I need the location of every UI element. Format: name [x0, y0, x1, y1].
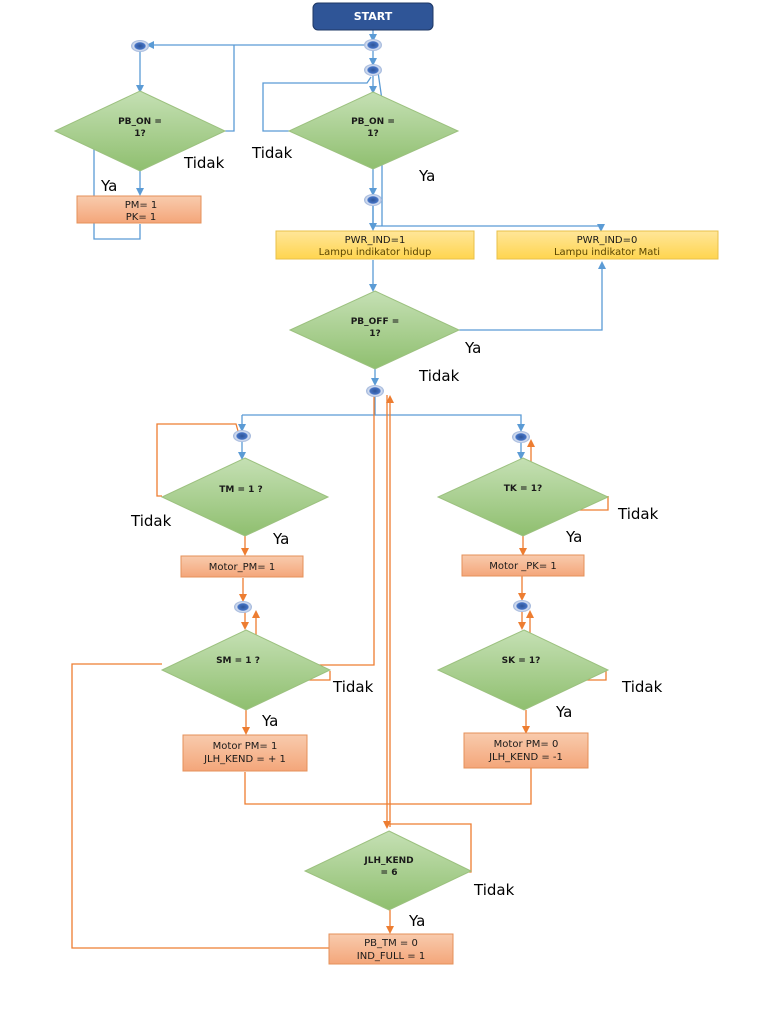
process-motor-pm-line1: Motor_PM= 1: [209, 562, 275, 573]
start-label: START: [354, 10, 393, 23]
decision-tk: TK = 1?: [436, 457, 610, 537]
flow-split-to-right: [375, 414, 525, 432]
connector-sk-loop: [513, 600, 531, 612]
decision-sm-line1: SM = 1 ?: [216, 656, 260, 666]
label-tidak-sm: Tidak: [332, 678, 374, 696]
label-tidak-jlh: Tidak: [473, 881, 515, 899]
flow-right-tidak-loop: [262, 76, 372, 132]
branch-labels: Tidak Ya Tidak Ya Ya Tidak Tidak Ya Tida…: [100, 144, 663, 930]
decision-pb-on-right: PB_ON = 1?: [287, 91, 460, 170]
indicator-pwr-off-line1: PWR_IND=0: [577, 235, 638, 246]
decision-jlh-kend: JLH_KEND = 6: [303, 830, 473, 911]
decision-jlh-kend-line2: = 6: [381, 868, 398, 878]
decision-pb-off-line2: 1?: [369, 329, 380, 339]
decision-sm: SM = 1 ?: [160, 629, 332, 711]
label-ya-pb-on-left: Ya: [100, 177, 117, 195]
flow-sm-return: [296, 388, 378, 666]
connector-right-loop: [364, 64, 382, 76]
process-motor-pm-inc-line1: Motor PM= 1: [213, 741, 278, 752]
label-ya-tk: Ya: [565, 528, 582, 546]
label-ya-tm: Ya: [272, 530, 289, 548]
process-motor-pk-line1: Motor _PK= 1: [489, 561, 557, 572]
indicator-pwr-on-line1: PWR_IND=1: [345, 235, 406, 246]
connector-sm-loop: [234, 601, 252, 613]
label-ya-pb-on-right: Ya: [418, 167, 435, 185]
decision-pb-on-right-line2: 1?: [367, 129, 378, 139]
connector-left-top: [131, 40, 149, 52]
decision-jlh-kend-line1: JLH_KEND: [363, 856, 413, 866]
process-motor-pm: Motor_PM= 1: [180, 555, 304, 578]
process-pm-pk: PM= 1 PK= 1: [76, 195, 202, 224]
decision-tm: TM = 1 ?: [160, 457, 330, 537]
process-motor-pm-dec-line1: Motor PM= 0: [494, 739, 559, 750]
process-full-line2: IND_FULL = 1: [357, 951, 425, 962]
decision-pb-on-left: PB_ON = 1?: [53, 90, 227, 172]
flow-branch-pwr-off: [372, 206, 605, 232]
decision-pb-on-left-line1: PB_ON =: [118, 117, 162, 127]
flow-merge-inc-dec: [244, 768, 532, 805]
indicator-pwr-on-line2: Lampu indikator hidup: [319, 247, 432, 258]
process-motor-pm-dec: Motor PM= 0 JLH_KEND = -1: [463, 732, 589, 769]
label-tidak-tk: Tidak: [617, 505, 659, 523]
connector-tm-loop: [233, 430, 251, 442]
process-motor-pm-inc: Motor PM= 1 JLH_KEND = + 1: [182, 734, 308, 772]
decision-pb-on-left-line2: 1?: [134, 129, 145, 139]
flow-split-to-branches: [242, 397, 376, 416]
decision-sk-line1: SK = 1?: [502, 656, 541, 666]
flow-pboff-ya-to-pwr-off: [459, 261, 606, 331]
process-motor-pk: Motor _PK= 1: [461, 554, 585, 577]
decision-tk-line1: TK = 1?: [504, 484, 542, 494]
label-tidak-tm: Tidak: [130, 512, 172, 530]
blue-flow-lines: [93, 30, 606, 460]
process-pm-pk-line2: PK= 1: [126, 212, 157, 223]
connectors: [131, 39, 531, 613]
flow-full-return-loop: [71, 663, 329, 949]
flow-tm-tidak-loop: [156, 423, 239, 497]
process-pm-pk-line1: PM= 1: [125, 200, 158, 211]
process-motor-pm-inc-line2: JLH_KEND = + 1: [203, 754, 286, 765]
label-ya-sm: Ya: [261, 712, 278, 730]
label-ya-pb-off: Ya: [464, 339, 481, 357]
label-ya-jlh: Ya: [408, 912, 425, 930]
process-full: PB_TM = 0 IND_FULL = 1: [328, 933, 454, 965]
decision-pb-off-line1: PB_OFF =: [351, 317, 400, 327]
label-tidak-pb-on-left: Tidak: [183, 154, 225, 172]
indicator-pwr-on: PWR_IND=1 Lampu indikator hidup: [275, 230, 475, 260]
decision-tm-line1: TM = 1 ?: [219, 485, 263, 495]
process-motor-pm-dec-line2: JLH_KEND = -1: [488, 752, 563, 763]
decision-pb-on-right-line1: PB_ON =: [351, 117, 395, 127]
decision-pb-off: PB_OFF = 1?: [288, 290, 461, 370]
connector-split: [366, 385, 384, 397]
decision-sk: SK = 1?: [436, 629, 610, 711]
label-tidak-sk: Tidak: [621, 678, 663, 696]
flow-left-tidak-loop: [225, 45, 235, 132]
label-tidak-pb-off: Tidak: [418, 367, 460, 385]
indicator-pwr-off-line2: Lampu indikator Mati: [554, 247, 660, 258]
connector-power-branch: [364, 194, 382, 206]
connector-start: [364, 39, 382, 51]
process-full-line1: PB_TM = 0: [364, 938, 418, 949]
connector-tk-loop: [512, 431, 530, 443]
start-terminal: START: [312, 2, 434, 31]
indicator-pwr-off: PWR_IND=0 Lampu indikator Mati: [496, 230, 719, 260]
label-ya-sk: Ya: [555, 703, 572, 721]
label-tidak-pb-on-right: Tidak: [251, 144, 293, 162]
